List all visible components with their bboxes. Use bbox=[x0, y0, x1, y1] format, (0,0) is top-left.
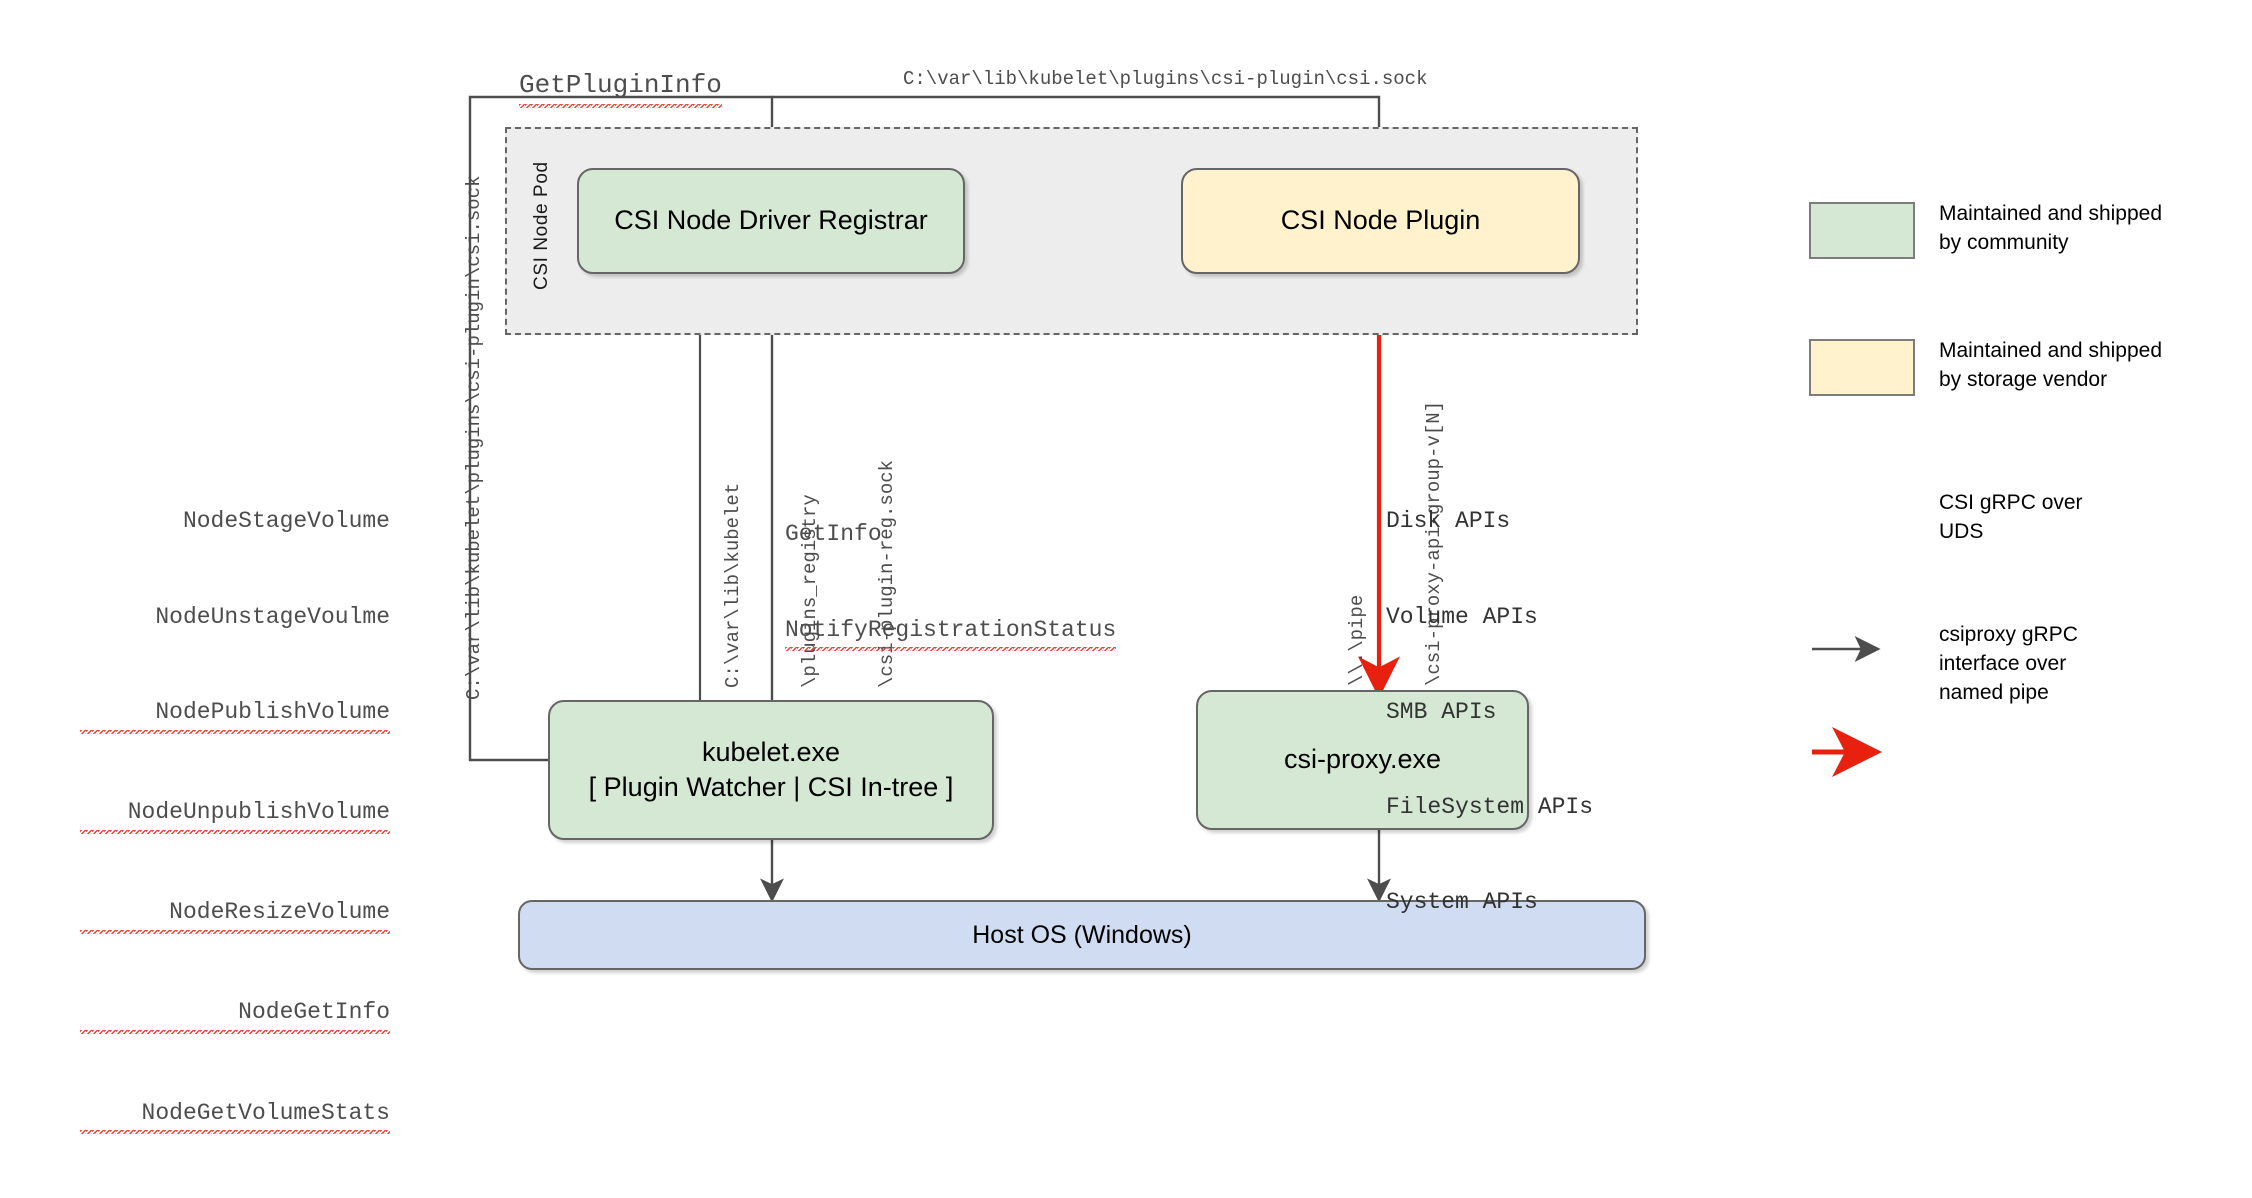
annotation-getplugininfo: GetPluginInfo bbox=[519, 68, 722, 109]
legend-swatch-community bbox=[1809, 202, 1915, 259]
kubelet-subtitle: [ Plugin Watcher | CSI In-tree ] bbox=[588, 772, 954, 802]
legend-line-1: by community bbox=[1939, 230, 2069, 254]
legend-label-csi-grpc-uds: CSI gRPC over UDS bbox=[1939, 489, 2083, 547]
legend-line-2: named pipe bbox=[1939, 680, 2049, 704]
node-label: CSI Node Driver Registrar bbox=[614, 205, 928, 236]
node-label: csi-proxy.exe bbox=[1283, 744, 1442, 775]
proxy-api-4: System APIs bbox=[1386, 889, 1538, 916]
annotation-csi-sock-path-top: C:\var\lib\kubelet\plugins\csi-plugin\cs… bbox=[903, 68, 1428, 90]
node-label: CSI Node Plugin bbox=[1280, 205, 1481, 236]
node-call-2: NodePublishVolume bbox=[80, 696, 390, 734]
legend-label-community: Maintained and shipped by community bbox=[1939, 200, 2162, 258]
node-call-1: NodeUnstageVoulme bbox=[155, 603, 390, 630]
pipe-line-1: \\.\pipe bbox=[1346, 594, 1369, 686]
kubelet-name: kubelet.exe bbox=[701, 736, 841, 767]
annotation-proxy-apis: Disk APIs Volume APIs SMB APIs FileSyste… bbox=[1386, 443, 1593, 982]
legend-line-1: by storage vendor bbox=[1939, 367, 2108, 391]
node-call-6: NodeGetVolumeStats bbox=[80, 1097, 390, 1135]
node-call-4: NodeResizeVolume bbox=[80, 897, 390, 935]
legend-line-1: UDS bbox=[1939, 519, 1984, 543]
registrar-call-0: GetInfo bbox=[785, 521, 882, 548]
annotation-registrar-calls: GetInfo NotifyRegistrationStatus bbox=[785, 456, 1117, 715]
node-call-5: NodeGetInfo bbox=[80, 997, 390, 1035]
node-csi-proxy-exe[interactable]: csi-proxy.exe bbox=[1196, 690, 1529, 830]
legend-line-1: interface over bbox=[1939, 651, 2067, 675]
registry-line-1: C:\var\lib\kubelet bbox=[722, 482, 745, 688]
node-host-os[interactable]: Host OS (Windows) bbox=[518, 900, 1646, 970]
legend-label-vendor: Maintained and shipped by storage vendor bbox=[1939, 337, 2162, 395]
registrar-call-1: NotifyRegistrationStatus bbox=[785, 614, 1117, 652]
node-kubelet-exe[interactable]: kubelet.exe [ Plugin Watcher | CSI In-tr… bbox=[548, 700, 994, 840]
node-call-3: NodeUnpublishVolume bbox=[80, 797, 390, 834]
legend-line-0: Maintained and shipped bbox=[1939, 339, 2163, 362]
proxy-api-3: FileSystem APIs bbox=[1386, 794, 1594, 821]
node-label: Host OS (Windows) bbox=[972, 920, 1192, 949]
legend-label-csiproxy-grpc-pipe: csiproxy gRPC interface over named pipe bbox=[1939, 621, 2078, 708]
node-call-0: NodeStageVolume bbox=[182, 508, 390, 535]
node-csi-node-plugin[interactable]: CSI Node Plugin bbox=[1181, 168, 1580, 274]
legend-line-0: csiproxy gRPC bbox=[1939, 623, 2078, 646]
annotation-csi-sock-path-vertical: C:\var\lib\kubelet\plugins\csi-plugin\cs… bbox=[463, 175, 485, 701]
legend-swatch-vendor bbox=[1809, 339, 1915, 396]
legend-line-0: CSI gRPC over bbox=[1939, 491, 2083, 514]
csi-node-pod-label: CSI Node Pod bbox=[531, 161, 552, 290]
annotation-node-service-calls: NodeStageVolume NodeUnstageVoulme NodePu… bbox=[80, 443, 390, 1198]
diagram-canvas: CSI Node Pod CSI Node Driver Registrar C… bbox=[80, 68, 2162, 1135]
proxy-api-0: Disk APIs bbox=[1386, 508, 1511, 535]
legend-line-0: Maintained and shipped bbox=[1939, 202, 2163, 225]
proxy-api-1: Volume APIs bbox=[1386, 603, 1538, 630]
proxy-api-2: SMB APIs bbox=[1386, 698, 1497, 725]
node-csi-node-driver-registrar[interactable]: CSI Node Driver Registrar bbox=[577, 168, 965, 274]
